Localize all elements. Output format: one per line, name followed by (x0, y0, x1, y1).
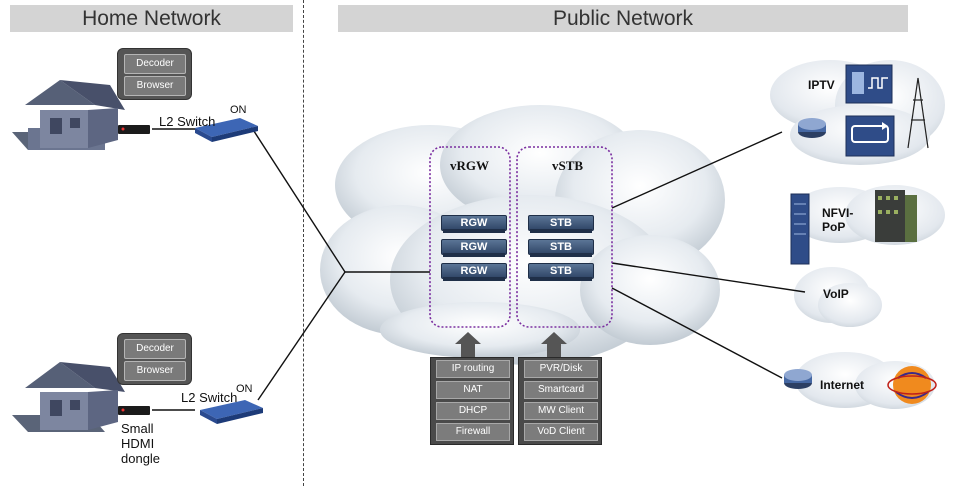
decoder-icon (845, 64, 893, 104)
l2-switch-label: L2 Switch (159, 114, 216, 129)
home-device-box: Decoder Browser (117, 333, 192, 385)
router-icon (798, 118, 826, 138)
on-label: ON (230, 104, 247, 116)
public-network-header: Public Network (338, 5, 908, 32)
network-divider (303, 0, 304, 486)
home-device-box: Decoder Browser (117, 48, 192, 100)
switch-icon (195, 118, 258, 142)
rgw-server: RGW (441, 263, 507, 281)
home-network-header: Home Network (10, 5, 293, 32)
decoder-label: Decoder (124, 339, 186, 359)
dongle-label-line: Small (121, 421, 154, 436)
stb-server: STB (528, 239, 594, 257)
house-icon (12, 80, 125, 150)
function-item: IP routing (436, 360, 510, 378)
globe-icon (887, 366, 937, 404)
dongle-label-line: HDMI (121, 436, 155, 451)
vrgw-box (429, 146, 511, 328)
browser-label: Browser (124, 76, 186, 96)
browser-label: Browser (124, 361, 186, 381)
stb-server: STB (528, 215, 594, 233)
decoder-label: Decoder (124, 54, 186, 74)
function-item: MW Client (524, 402, 598, 420)
dongle-icon (118, 406, 150, 415)
function-item: Smartcard (524, 381, 598, 399)
vstb-title: vSTB (552, 158, 584, 173)
function-item: NAT (436, 381, 510, 399)
voip-label: VoIP (823, 287, 849, 301)
dongle-icon (118, 125, 150, 134)
connection-lines (152, 124, 806, 411)
switch-icon (200, 400, 263, 424)
vstb-box (516, 146, 613, 328)
vrgw-title: vRGW (450, 158, 489, 173)
dongle-label: Small HDMI dongle (121, 421, 160, 466)
internet-label: Internet (820, 378, 865, 392)
encoder-icon (845, 115, 895, 157)
router-icon (784, 369, 812, 389)
server-rack-icon (790, 193, 810, 265)
function-arrows (455, 332, 567, 357)
rgw-server: RGW (441, 239, 507, 257)
stb-server: STB (528, 263, 594, 281)
stb-server-label: STB (528, 239, 594, 255)
rgw-server: RGW (441, 215, 507, 233)
house-icon (12, 362, 125, 432)
function-item: VoD Client (524, 423, 598, 441)
l2-switch-label: L2 Switch (181, 390, 238, 405)
function-item: PVR/Disk (524, 360, 598, 378)
on-label: ON (236, 383, 253, 395)
iptv-label: IPTV (808, 78, 835, 92)
nfvi-pop-label: NFVI- PoP (822, 206, 854, 234)
building-icon (875, 190, 917, 242)
antenna-tower-icon (907, 77, 929, 149)
nfvi-cloud (790, 185, 945, 245)
vrgw-function-stack: IP routing NAT DHCP Firewall (430, 357, 514, 445)
voip-cloud (794, 267, 882, 327)
function-item: DHCP (436, 402, 510, 420)
dongle-label-line: dongle (121, 451, 161, 466)
vstb-function-stack: PVR/Disk Smartcard MW Client VoD Client (518, 357, 602, 445)
function-item: Firewall (436, 423, 510, 441)
